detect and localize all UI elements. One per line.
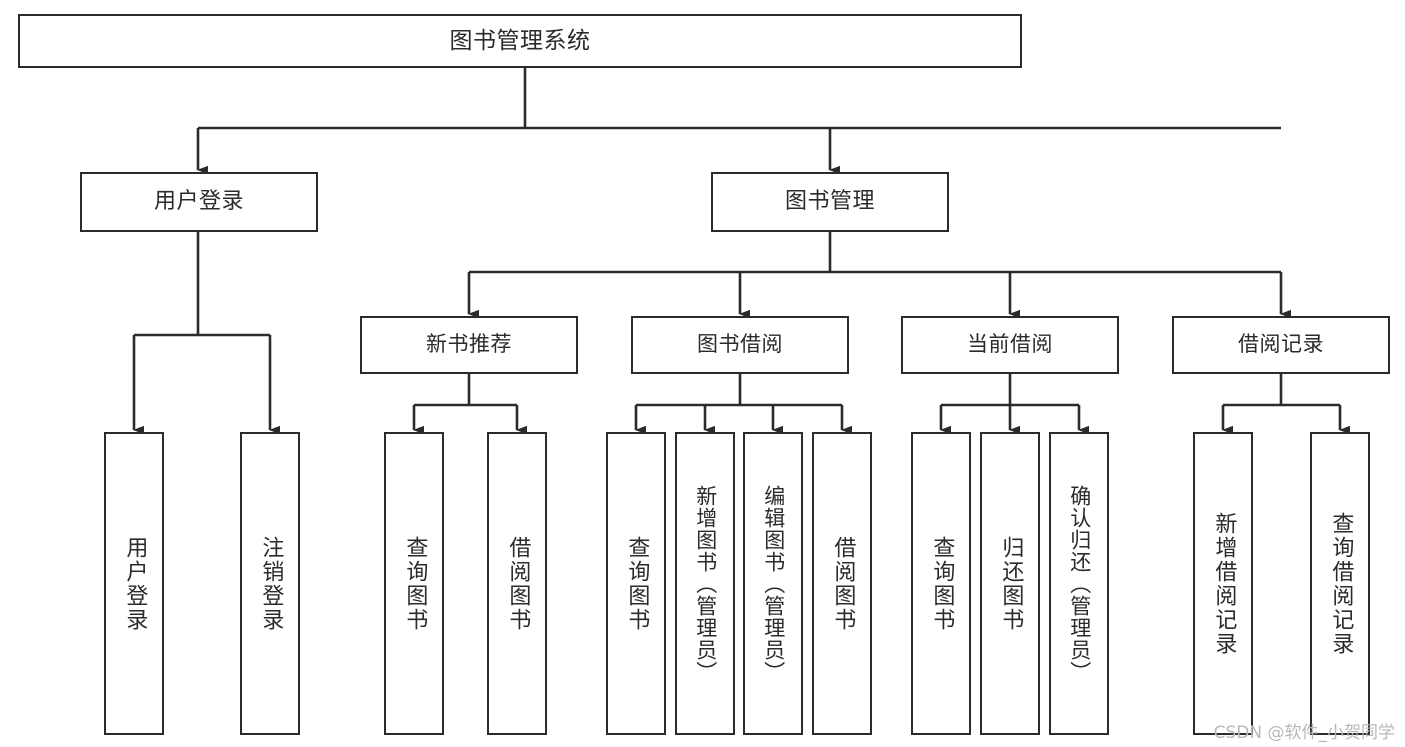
node-root-label: 图书管理系统 <box>449 27 591 54</box>
node-book-borrow[interactable]: 图书借阅 <box>631 316 849 374</box>
node-new-book-rec-label: 新书推荐 <box>426 332 512 357</box>
node-leaf-query-book-3-label: 查询图书 <box>929 535 955 632</box>
node-leaf-edit-book-label: 编辑图书（管理员） <box>761 484 786 683</box>
node-book-manage-label: 图书管理 <box>784 188 875 214</box>
node-leaf-query-book-2-label: 查询图书 <box>624 535 650 632</box>
node-leaf-user-login-label: 用户登录 <box>122 535 148 632</box>
node-leaf-query-record[interactable]: 查询借阅记录 <box>1310 432 1370 735</box>
node-leaf-user-logout[interactable]: 注销登录 <box>240 432 300 735</box>
node-leaf-return-book[interactable]: 归还图书 <box>980 432 1040 735</box>
node-leaf-confirm-return-label: 确认归还（管理员） <box>1067 484 1092 683</box>
node-root[interactable]: 图书管理系统 <box>18 14 1022 68</box>
node-leaf-edit-book[interactable]: 编辑图书（管理员） <box>743 432 803 735</box>
node-leaf-query-book-1[interactable]: 查询图书 <box>384 432 444 735</box>
node-book-borrow-label: 图书借阅 <box>697 332 783 357</box>
node-leaf-user-login[interactable]: 用户登录 <box>104 432 164 735</box>
node-leaf-user-logout-label: 注销登录 <box>258 535 284 632</box>
node-leaf-borrow-book-2[interactable]: 借阅图书 <box>812 432 872 735</box>
node-user-login[interactable]: 用户登录 <box>80 172 318 232</box>
node-leaf-add-record-label: 新增借阅记录 <box>1211 511 1237 656</box>
node-current-borrow[interactable]: 当前借阅 <box>901 316 1119 374</box>
node-leaf-add-record[interactable]: 新增借阅记录 <box>1193 432 1253 735</box>
node-book-manage[interactable]: 图书管理 <box>711 172 949 232</box>
node-leaf-return-book-label: 归还图书 <box>998 535 1024 632</box>
node-leaf-borrow-book-1-label: 借阅图书 <box>505 535 531 632</box>
node-leaf-query-book-1-label: 查询图书 <box>402 535 428 632</box>
node-leaf-borrow-book-2-label: 借阅图书 <box>830 535 856 632</box>
node-user-login-label: 用户登录 <box>153 188 244 214</box>
node-borrow-record[interactable]: 借阅记录 <box>1172 316 1390 374</box>
node-borrow-record-label: 借阅记录 <box>1238 332 1324 357</box>
node-current-borrow-label: 当前借阅 <box>967 332 1053 357</box>
node-leaf-add-book-label: 新增图书（管理员） <box>693 484 718 683</box>
node-leaf-confirm-return[interactable]: 确认归还（管理员） <box>1049 432 1109 735</box>
node-leaf-add-book[interactable]: 新增图书（管理员） <box>675 432 735 735</box>
node-leaf-query-book-2[interactable]: 查询图书 <box>606 432 666 735</box>
node-leaf-query-record-label: 查询借阅记录 <box>1328 511 1354 656</box>
node-leaf-query-book-3[interactable]: 查询图书 <box>911 432 971 735</box>
node-leaf-borrow-book-1[interactable]: 借阅图书 <box>487 432 547 735</box>
node-new-book-rec[interactable]: 新书推荐 <box>360 316 578 374</box>
